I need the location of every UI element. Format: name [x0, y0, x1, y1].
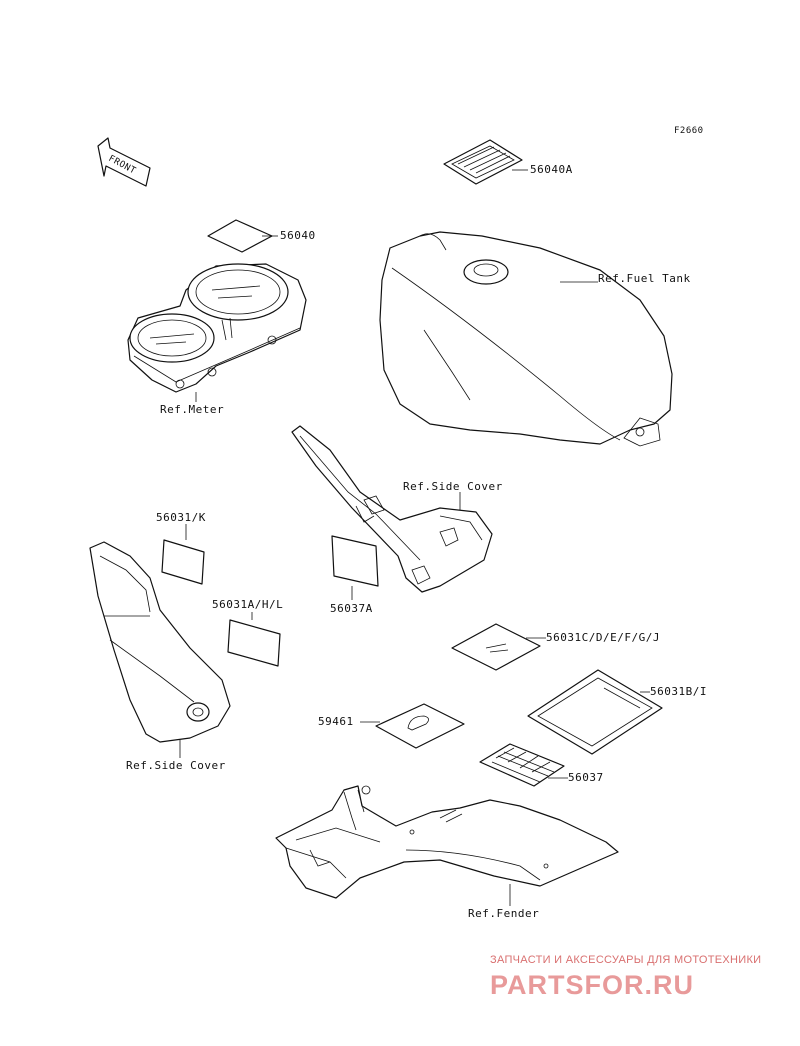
ref-fuel-tank-label: Ref.Fuel Tank — [598, 272, 691, 285]
label-56031BI — [527, 669, 663, 755]
label-59461 — [375, 703, 465, 749]
watermark-tagline: ЗАПЧАСТИ И АКСЕССУАРЫ ДЛЯ МОТОТЕХНИКИ — [490, 954, 761, 966]
label-56031K — [161, 539, 205, 585]
fuel-tank — [379, 231, 673, 447]
label-56031AHL — [227, 619, 281, 667]
label-56031CDEFGJ — [451, 623, 541, 671]
part-number-59461: 59461 — [318, 715, 354, 728]
front-arrow-icon: FRONT — [97, 137, 151, 187]
part-number-56031CDEFGJ: 56031C/D/E/F/G/J — [546, 631, 660, 644]
side-cover-right — [291, 425, 493, 593]
label-56037 — [479, 743, 565, 787]
meter-assembly — [127, 263, 307, 393]
part-number-56040: 56040 — [280, 229, 316, 242]
part-number-56031AHL: 56031A/H/L — [212, 598, 283, 611]
part-number-56031K: 56031/K — [156, 511, 206, 524]
watermark-logo: PARTSFOR.RU — [490, 970, 694, 1000]
fender — [275, 785, 619, 899]
label-56040A — [443, 139, 523, 185]
ref-side-cover-left-label: Ref.Side Cover — [126, 759, 226, 772]
figure-code: F2660 — [674, 126, 704, 136]
part-number-56037: 56037 — [568, 771, 604, 784]
part-number-56031BI: 56031B/I — [650, 685, 707, 698]
ref-meter-label: Ref.Meter — [160, 403, 224, 416]
part-number-56037A: 56037A — [330, 602, 373, 615]
label-56037A — [331, 535, 379, 587]
ref-side-cover-right-label: Ref.Side Cover — [403, 480, 503, 493]
part-number-56040A: 56040A — [530, 163, 573, 176]
ref-fender-label: Ref.Fender — [468, 907, 539, 920]
side-cover-left — [89, 541, 231, 743]
